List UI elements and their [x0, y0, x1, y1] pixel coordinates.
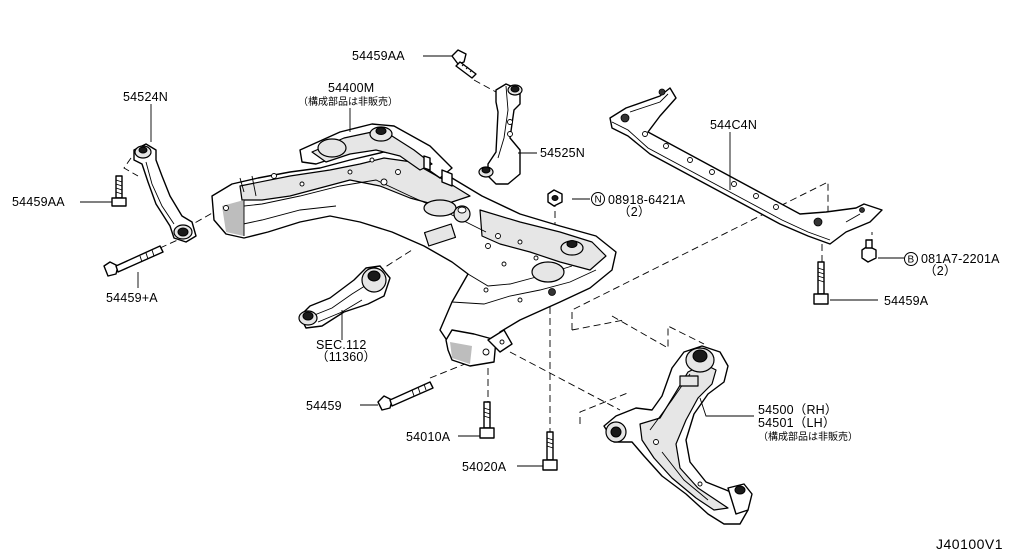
label-circle-n: N [595, 195, 602, 206]
label-54459aa-left: 54459AA [12, 195, 65, 209]
link-54524n [133, 143, 197, 243]
label-54400m: 54400M [328, 81, 374, 95]
label-circle-b: B [908, 255, 915, 266]
label-544c4n: 544C4N [710, 118, 757, 132]
label-08918-6421a: 08918-6421A [608, 193, 686, 207]
bolt-54459aa-left [111, 175, 127, 207]
label-54501-lh: 54501（LH） [758, 416, 836, 430]
callout-labels: 54459AA 54400M （構成部品は非販売） 54524N 54525N … [12, 49, 1003, 552]
label-54010a: 54010A [406, 430, 451, 444]
label-54459: 54459 [306, 399, 342, 413]
nut-08918-6421a [547, 189, 563, 207]
lower-control-arm-54500-54501 [603, 345, 753, 525]
label-54459-plus-a: 54459+A [106, 291, 158, 305]
suspension-member-54400m [211, 123, 617, 367]
label-54525n: 54525N [540, 146, 585, 160]
label-sec112: SEC.112 [316, 338, 367, 352]
label-5450x-note: （構成部品は非販売） [758, 430, 858, 443]
leader-lines [80, 55, 904, 467]
bracket-54525n [478, 83, 523, 185]
bolt-54459a [813, 261, 829, 305]
label-54524n: 54524N [123, 90, 168, 104]
n-circle-icon [591, 192, 605, 206]
bolt-54010a [479, 401, 495, 439]
label-54400m-note: （構成部品は非販売） [298, 95, 398, 108]
label-54500-rh: 54500（RH） [758, 403, 838, 417]
label-081a7-qty: （2） [924, 264, 957, 278]
bolt-54459 [377, 381, 434, 411]
bolt-54459aa-top [451, 49, 477, 79]
bolt-54459-plus-a [103, 245, 164, 277]
stiffener-bar-544c4n [609, 87, 883, 245]
label-54459aa-top: 54459AA [352, 49, 405, 63]
label-54020a: 54020A [462, 460, 507, 474]
diagram-code: J40100V1 [936, 536, 1003, 552]
label-08918-qty: （2） [618, 205, 651, 219]
label-081a7-2201a: 081A7-2201A [921, 252, 1000, 266]
bolt-54020a [542, 431, 558, 471]
bolt-081a7-2201a [861, 239, 877, 263]
b-circle-icon [904, 252, 918, 266]
label-sec112-ref: （11360） [316, 350, 376, 364]
engine-mount-link-sec112 [298, 265, 391, 329]
label-54459a: 54459A [884, 294, 929, 308]
